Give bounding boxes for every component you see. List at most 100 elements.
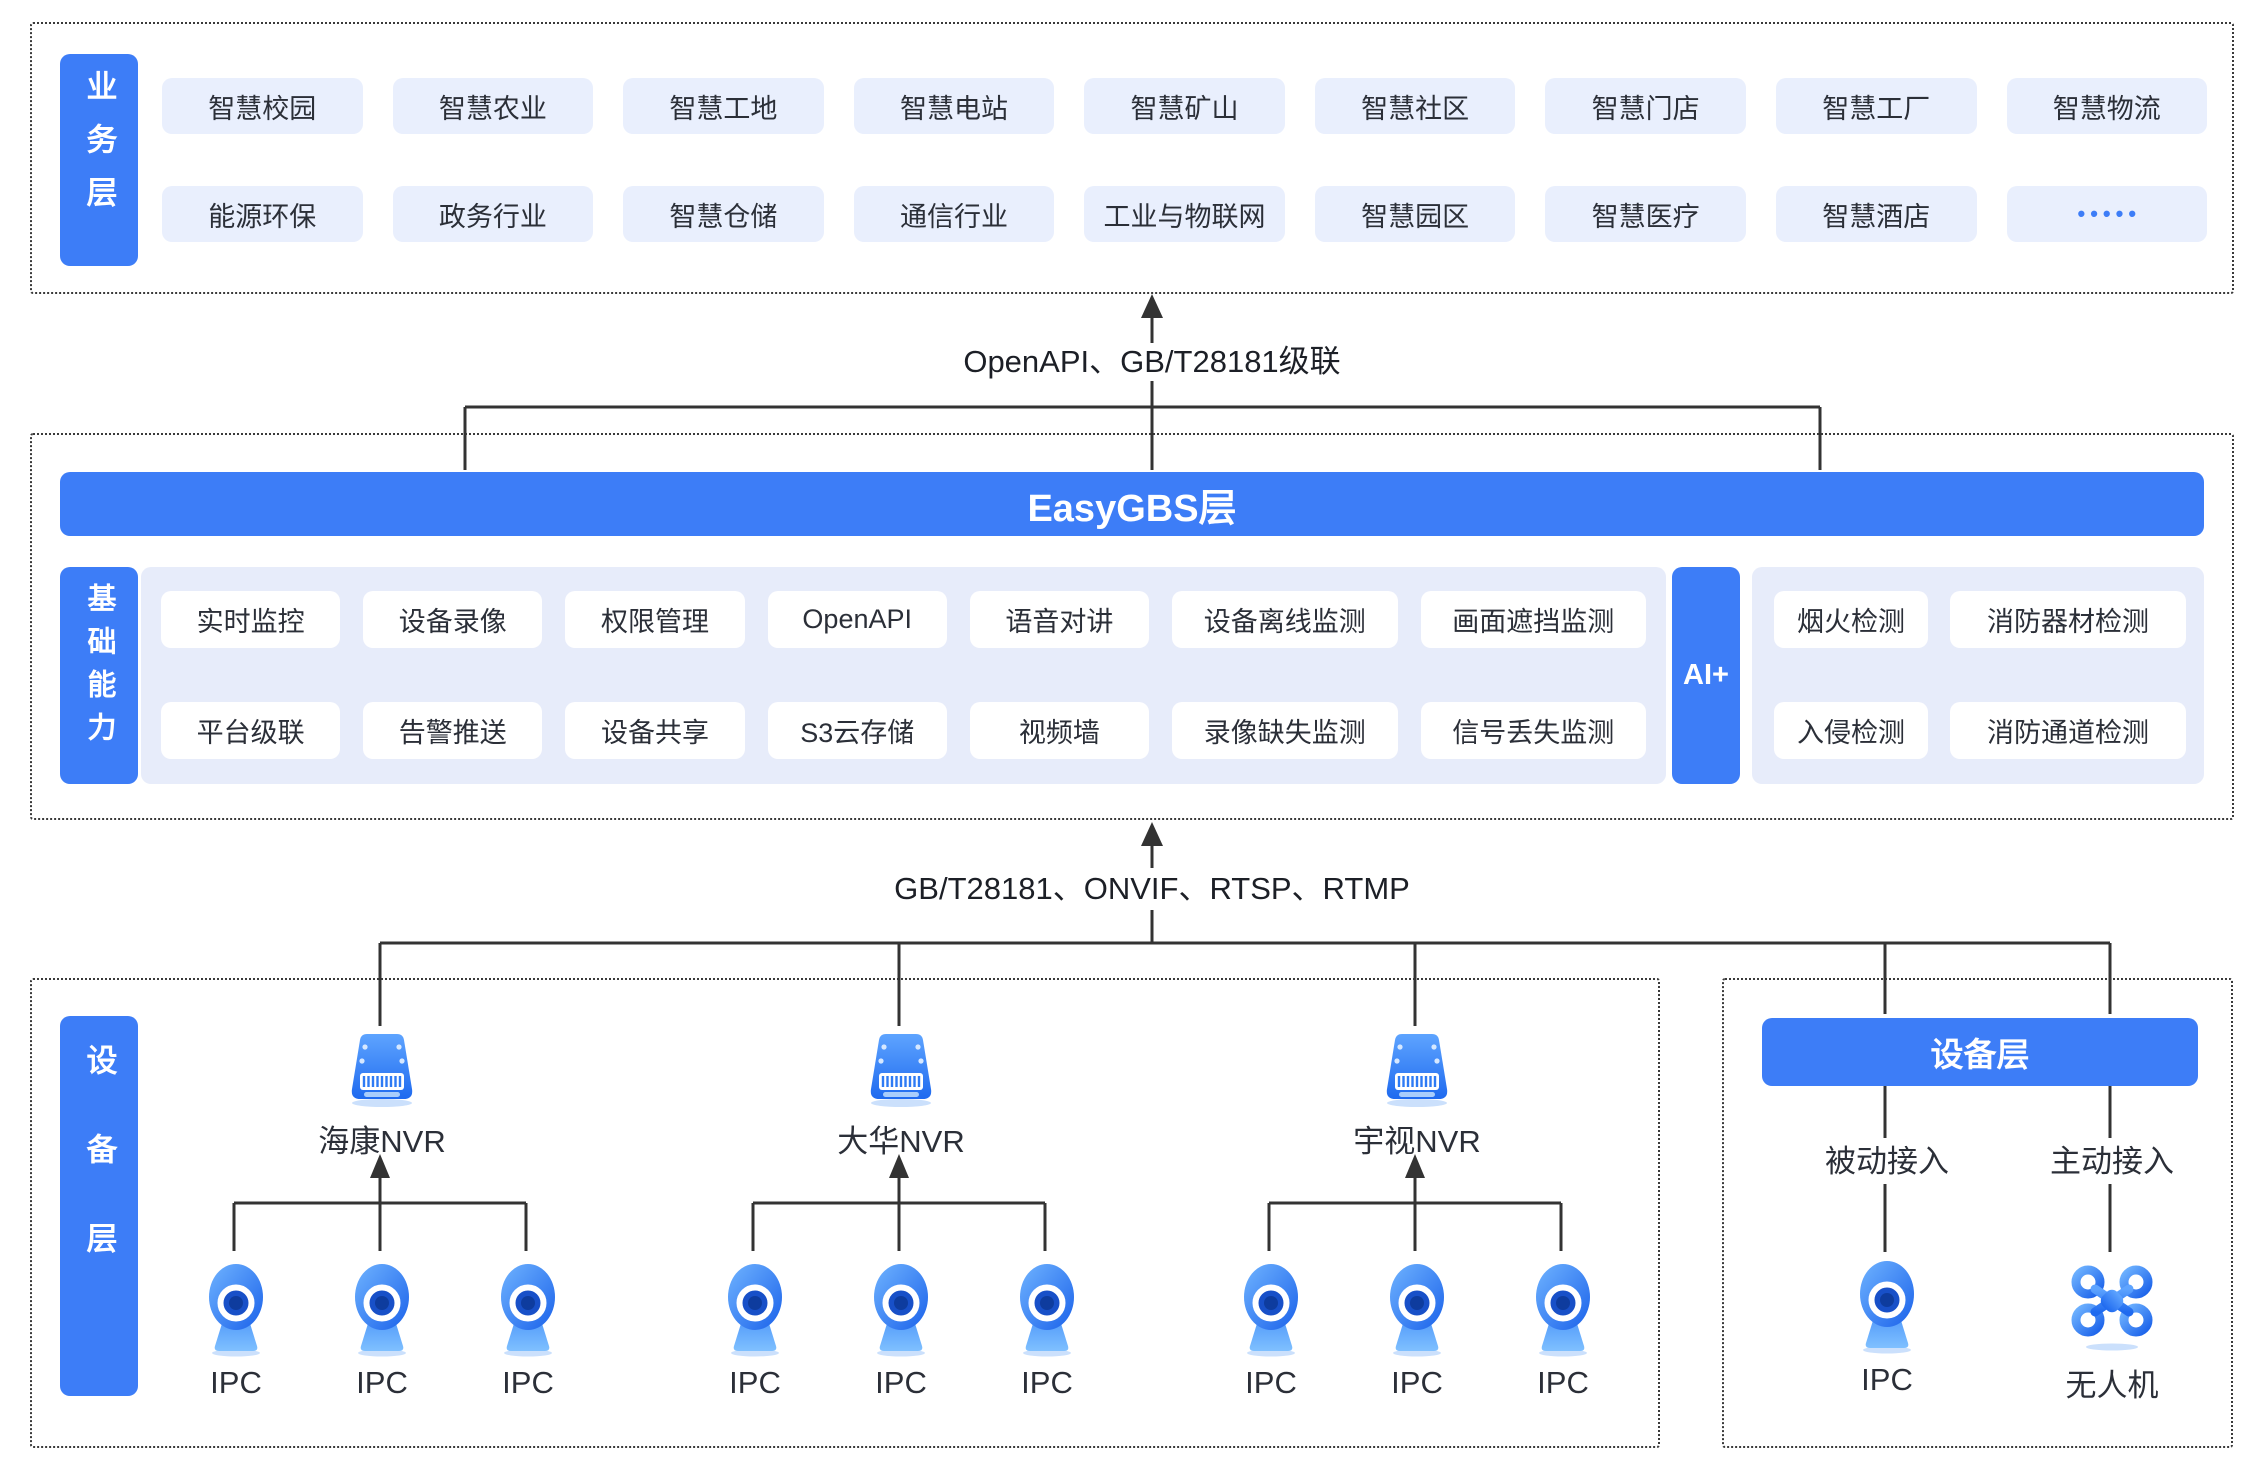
ipc-label: IPC (210, 1365, 262, 1400)
capability-chip: 视频墙 (969, 702, 1150, 759)
device-layer-label-bar: 设备层 (60, 1016, 138, 1396)
ai-capability-row-2: 入侵检测 消防通道检测 (1774, 702, 2186, 759)
capability-chip: 设备录像 (363, 591, 543, 648)
business-layer-label-bar: 业务层 (60, 54, 138, 266)
business-chip: 智慧电站 (853, 78, 1055, 134)
ipc-camera-icon (1390, 1264, 1444, 1357)
ipc-camera-icon (874, 1264, 928, 1357)
capability-chip: 语音对讲 (969, 591, 1150, 648)
passive-access-column: 被动接入 IPC (1777, 1143, 1997, 1398)
capability-label: 基础能力 (83, 582, 115, 755)
business-chip: 智慧门店 (1545, 78, 1746, 134)
ipc-camera-icon (1020, 1264, 1074, 1357)
business-chip: 政务行业 (392, 186, 594, 242)
easygbs-title: EasyGBS层 (1027, 487, 1237, 530)
ai-capability-chip: 烟火检测 (1774, 591, 1928, 648)
bottom-protocol-label: GB/T28181、ONVIF、RTSP、RTMP (878, 870, 1426, 908)
capability-chip: 画面遮挡监测 (1420, 591, 1647, 648)
ipc-camera-icon (501, 1264, 555, 1357)
business-chip: 智慧矿山 (1084, 78, 1285, 134)
nvr-recorder-icon (1386, 1034, 1448, 1107)
capability-label-bar: 基础能力 (60, 567, 138, 784)
capability-chip: 实时监控 (161, 591, 341, 648)
ai-capability-row-1: 烟火检测 消防器材检测 (1774, 591, 2186, 648)
ipc-item: IPC (455, 1261, 601, 1401)
business-chip: 智慧园区 (1314, 186, 1516, 242)
ai-capability-chip: 消防通道检测 (1949, 702, 2186, 759)
passive-device-label: IPC (1861, 1362, 1913, 1397)
business-layer-box: 业务层 智慧校园 智慧农业 智慧工地 智慧电站 智慧矿山 智慧社区 智慧门店 智… (30, 22, 2234, 294)
drone-icon (2071, 1265, 2153, 1351)
ipc-item: IPC (309, 1261, 455, 1401)
top-protocol-label: OpenAPI、GB/T28181级联 (947, 343, 1357, 381)
ipc-row: IPC IPC (162, 1261, 602, 1401)
ipc-item: IPC (163, 1261, 309, 1401)
ipc-camera-icon (355, 1264, 409, 1357)
ipc-label: IPC (502, 1365, 554, 1400)
ipc-label: IPC (356, 1365, 408, 1400)
ai-plus-label-bar: AI+ (1672, 567, 1740, 784)
business-chip: 智慧社区 (1314, 78, 1516, 134)
nvr-name: 海康NVR (318, 1124, 446, 1159)
device-layer-box: 设备层 海康NVR (30, 978, 1660, 1448)
ipc-label: IPC (729, 1365, 781, 1400)
business-chip: 智慧医疗 (1545, 186, 1746, 242)
business-chip: 能源环保 (162, 186, 363, 242)
business-chip-row-2: 能源环保 政务行业 智慧仓储 通信行业 工业与物联网 智慧园区 智慧医疗 智慧酒… (162, 186, 2208, 242)
device-access-title: 设备层 (1930, 1036, 2030, 1073)
ai-plus-label: AI+ (1683, 659, 1729, 691)
capability-chip: 告警推送 (363, 702, 543, 759)
business-chip: 通信行业 (853, 186, 1055, 242)
ipc-item: IPC (1344, 1261, 1490, 1401)
capability-chip: 信号丢失监测 (1420, 702, 1647, 759)
device-access-title-bar: 设备层 (1762, 1018, 2198, 1086)
ipc-label: IPC (1245, 1365, 1297, 1400)
business-chip-more: ••••• (2006, 186, 2208, 242)
easygbs-title-bar: EasyGBS层 (60, 472, 2204, 536)
capability-chip: OpenAPI (767, 591, 947, 648)
business-chip: 智慧物流 (2006, 78, 2208, 134)
capability-row-1: 实时监控 设备录像 权限管理 OpenAPI 语音对讲 设备离线监测 画面遮挡监… (161, 591, 1647, 648)
capability-row-2: 平台级联 告警推送 设备共享 S3云存储 视频墙 录像缺失监测 信号丢失监测 (161, 702, 1647, 759)
business-chip: 智慧酒店 (1775, 186, 1977, 242)
ipc-camera-icon (1860, 1261, 1914, 1354)
capability-panel: 实时监控 设备录像 权限管理 OpenAPI 语音对讲 设备离线监测 画面遮挡监… (141, 567, 1666, 784)
business-layer-label: 业务层 (81, 69, 117, 229)
business-chip: 智慧农业 (392, 78, 594, 134)
capability-chip: 设备离线监测 (1172, 591, 1398, 648)
nvr-name: 大华NVR (837, 1124, 965, 1159)
ipc-label: IPC (875, 1365, 927, 1400)
ipc-label: IPC (1537, 1365, 1589, 1400)
business-chip: 智慧工地 (623, 78, 824, 134)
passive-access-label: 被动接入 (1819, 1143, 1955, 1181)
ipc-camera-icon (209, 1264, 263, 1357)
ipc-item: IPC (828, 1261, 974, 1401)
capability-chip: 设备共享 (565, 702, 745, 759)
ipc-item: IPC (1198, 1261, 1344, 1401)
active-access-label: 主动接入 (2044, 1143, 2180, 1181)
capability-chip: 平台级联 (161, 702, 341, 759)
capability-chip: S3云存储 (767, 702, 947, 759)
ai-capability-panel: 烟火检测 消防器材检测 入侵检测 消防通道检测 (1752, 567, 2204, 784)
business-chip: 智慧工厂 (1775, 78, 1977, 134)
ipc-camera-icon (728, 1264, 782, 1357)
ipc-label: IPC (1021, 1365, 1073, 1400)
nvr-name: 宇视NVR (1353, 1124, 1481, 1159)
nvr-group-hikvision: 海康NVR IPC (162, 1030, 602, 1401)
ipc-item: IPC (1490, 1261, 1636, 1401)
device-access-box: 设备层 被动接入 IPC 主动接入 (1722, 978, 2233, 1448)
ipc-camera-icon (1536, 1264, 1590, 1357)
nvr-recorder-icon (351, 1034, 413, 1107)
business-chip-row-1: 智慧校园 智慧农业 智慧工地 智慧电站 智慧矿山 智慧社区 智慧门店 智慧工厂 … (162, 78, 2208, 134)
ipc-label: IPC (1391, 1365, 1443, 1400)
active-device-label: 无人机 (2065, 1368, 2159, 1403)
ipc-camera-icon (1244, 1264, 1298, 1357)
nvr-group-dahua: 大华NVR IPC (681, 1030, 1121, 1401)
capability-chip: 录像缺失监测 (1172, 702, 1398, 759)
capability-chip: 权限管理 (565, 591, 745, 648)
ipc-item: IPC (682, 1261, 828, 1401)
ipc-item: IPC (974, 1261, 1120, 1401)
ipc-row: IPC IPC (1197, 1261, 1637, 1401)
device-layer-label: 设备层 (81, 1043, 117, 1311)
